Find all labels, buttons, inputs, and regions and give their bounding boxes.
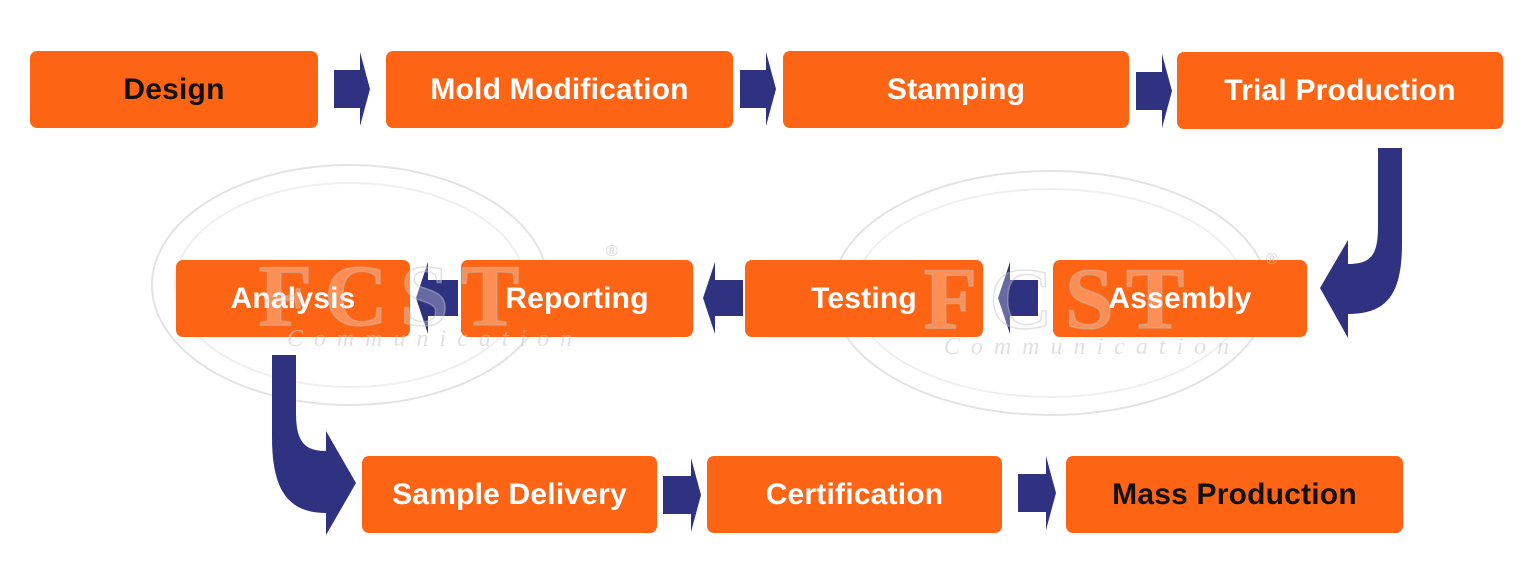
curved-arrow-down-left-icon (1320, 148, 1402, 338)
step-stamping[interactable]: Stamping (783, 51, 1129, 128)
step-label: Mass Production (1112, 477, 1357, 511)
step-trial-production[interactable]: Trial Production (1177, 52, 1503, 129)
curved-arrow-down-right-icon (272, 355, 356, 535)
step-label: Design (123, 72, 225, 106)
watermark-tagline: Communication (944, 334, 1240, 360)
step-analysis[interactable]: Analysis (176, 260, 410, 337)
step-label: Analysis (230, 281, 356, 315)
step-label: Reporting (505, 281, 649, 315)
step-label: Assembly (1108, 281, 1252, 315)
step-label: Sample Delivery (392, 477, 627, 511)
arrow-right-icon (663, 458, 701, 532)
arrow-right-icon (334, 52, 370, 126)
step-assembly[interactable]: Assembly (1053, 260, 1307, 337)
step-label: Testing (811, 281, 917, 315)
step-label: Stamping (886, 72, 1026, 106)
step-label: Certification (765, 477, 944, 511)
watermark-registered-mark: ® (606, 243, 618, 260)
step-label: Trial Production (1224, 73, 1456, 107)
arrow-left-icon (998, 262, 1038, 334)
step-mass-production[interactable]: Mass Production (1066, 456, 1403, 533)
step-certification[interactable]: Certification (707, 456, 1002, 533)
arrow-right-icon (740, 52, 776, 126)
step-reporting[interactable]: Reporting (461, 260, 693, 337)
arrow-left-icon (703, 262, 743, 334)
arrow-right-icon (1018, 456, 1056, 530)
arrow-left-icon (416, 262, 458, 334)
step-sample-delivery[interactable]: Sample Delivery (362, 456, 657, 533)
step-testing[interactable]: Testing (745, 260, 983, 337)
step-label: Mold Modification (430, 72, 689, 106)
step-mold-modification[interactable]: Mold Modification (386, 51, 733, 128)
step-design[interactable]: Design (30, 51, 318, 128)
arrow-right-icon (1136, 54, 1172, 128)
